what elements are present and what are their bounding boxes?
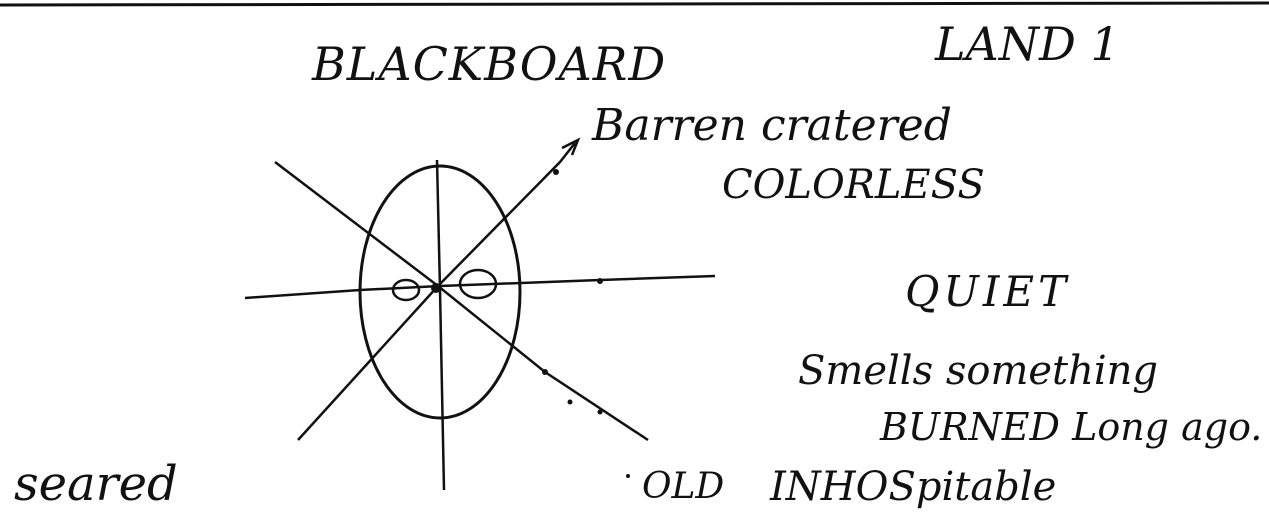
center-dot — [431, 283, 441, 293]
dot-lower-right-2 — [568, 400, 573, 405]
vertical-line — [437, 160, 444, 490]
dot-upper-right — [553, 169, 559, 175]
land-label: LAND 1 — [934, 17, 1120, 71]
colorless-label: COLORLESS — [722, 162, 985, 208]
barren-label: Barren cratered — [591, 100, 952, 151]
horizontal-line — [245, 276, 715, 298]
top-rule-line — [0, 3, 1269, 5]
quiet-label: QUIET — [905, 267, 1070, 316]
burned-label: BURNED Long ago. — [879, 405, 1262, 449]
dot-near-old — [626, 474, 630, 478]
title-label: BLACKBOARD — [311, 37, 666, 91]
old-label: OLD — [642, 466, 724, 507]
dot-lower-right-1 — [542, 369, 548, 375]
diagonal-line-descending — [275, 162, 648, 440]
left-eye-circle — [393, 280, 419, 300]
smells-label: Smells something — [798, 348, 1158, 394]
dot-right — [597, 278, 603, 284]
inhospitable-label: INHOSpitable — [769, 464, 1056, 510]
dot-lower-right-3 — [598, 410, 603, 415]
seared-label: seared — [14, 456, 178, 512]
